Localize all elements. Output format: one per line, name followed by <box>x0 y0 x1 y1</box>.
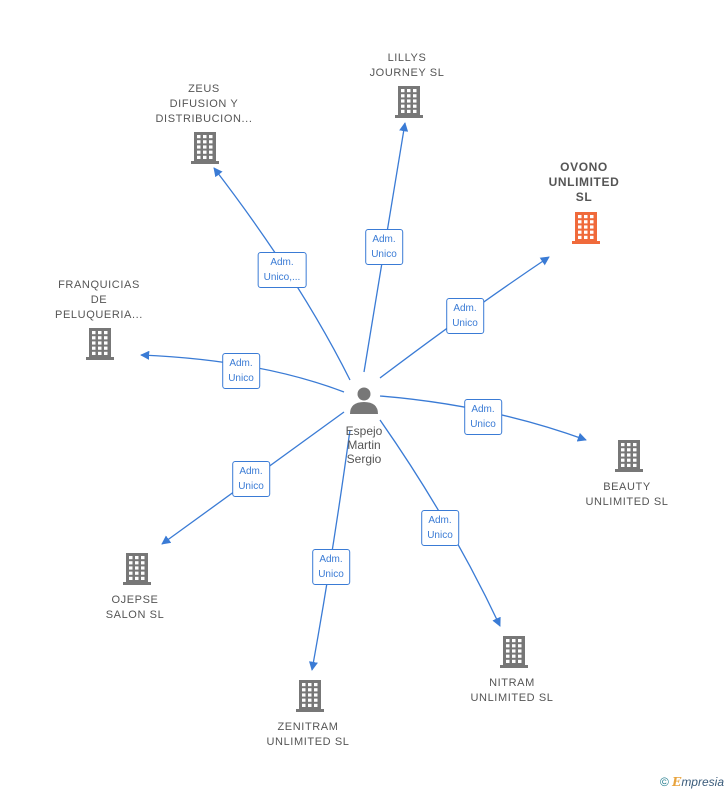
brand-initial: E <box>672 775 682 789</box>
company-name-ojepse[interactable]: OJEPSE SALON SL <box>105 594 165 621</box>
company-name-lillys[interactable]: LILLYS JOURNEY SL <box>369 52 445 79</box>
building-icon-nitram[interactable] <box>500 636 528 668</box>
role-badge-ojepse: Adm. Unico <box>232 461 270 497</box>
brand-logo[interactable]: © Empresia <box>660 775 724 789</box>
person-icon[interactable] <box>350 387 378 415</box>
company-name-beauty[interactable]: BEAUTY UNLIMITED SL <box>585 481 669 508</box>
company-name-zenitram[interactable]: ZENITRAM UNLIMITED SL <box>266 721 350 748</box>
company-name-franquicias[interactable]: FRANQUICIAS DE PELUQUERIA... <box>55 279 143 321</box>
building-icon-franquicias[interactable] <box>86 328 114 360</box>
person-name[interactable]: Espejo Martin Sergio <box>345 424 383 466</box>
building-icon-zeus[interactable] <box>191 132 219 164</box>
role-badge-nitram: Adm. Unico <box>421 510 459 546</box>
company-name-ovono[interactable]: OVONO UNLIMITED SL <box>548 160 620 204</box>
role-badge-beauty: Adm. Unico <box>464 399 502 435</box>
role-badge-lillys: Adm. Unico <box>365 229 403 265</box>
building-icon-ojepse[interactable] <box>123 553 151 585</box>
building-icon-ovono[interactable] <box>572 212 600 244</box>
brand-name: mpresia <box>681 775 724 789</box>
copyright-icon: © <box>659 775 669 789</box>
company-name-nitram[interactable]: NITRAM UNLIMITED SL <box>470 677 554 704</box>
company-name-zeus[interactable]: ZEUS DIFUSION Y DISTRIBUCION... <box>155 83 253 125</box>
role-badge-franquicias: Adm. Unico <box>222 353 260 389</box>
building-icon-zenitram[interactable] <box>296 680 324 712</box>
role-badge-zeus: Adm. Unico,... <box>257 252 307 288</box>
role-badge-ovono: Adm. Unico <box>446 298 484 334</box>
building-icon-lillys[interactable] <box>395 86 423 118</box>
role-badge-zenitram: Adm. Unico <box>312 549 350 585</box>
building-icon-beauty[interactable] <box>615 440 643 472</box>
